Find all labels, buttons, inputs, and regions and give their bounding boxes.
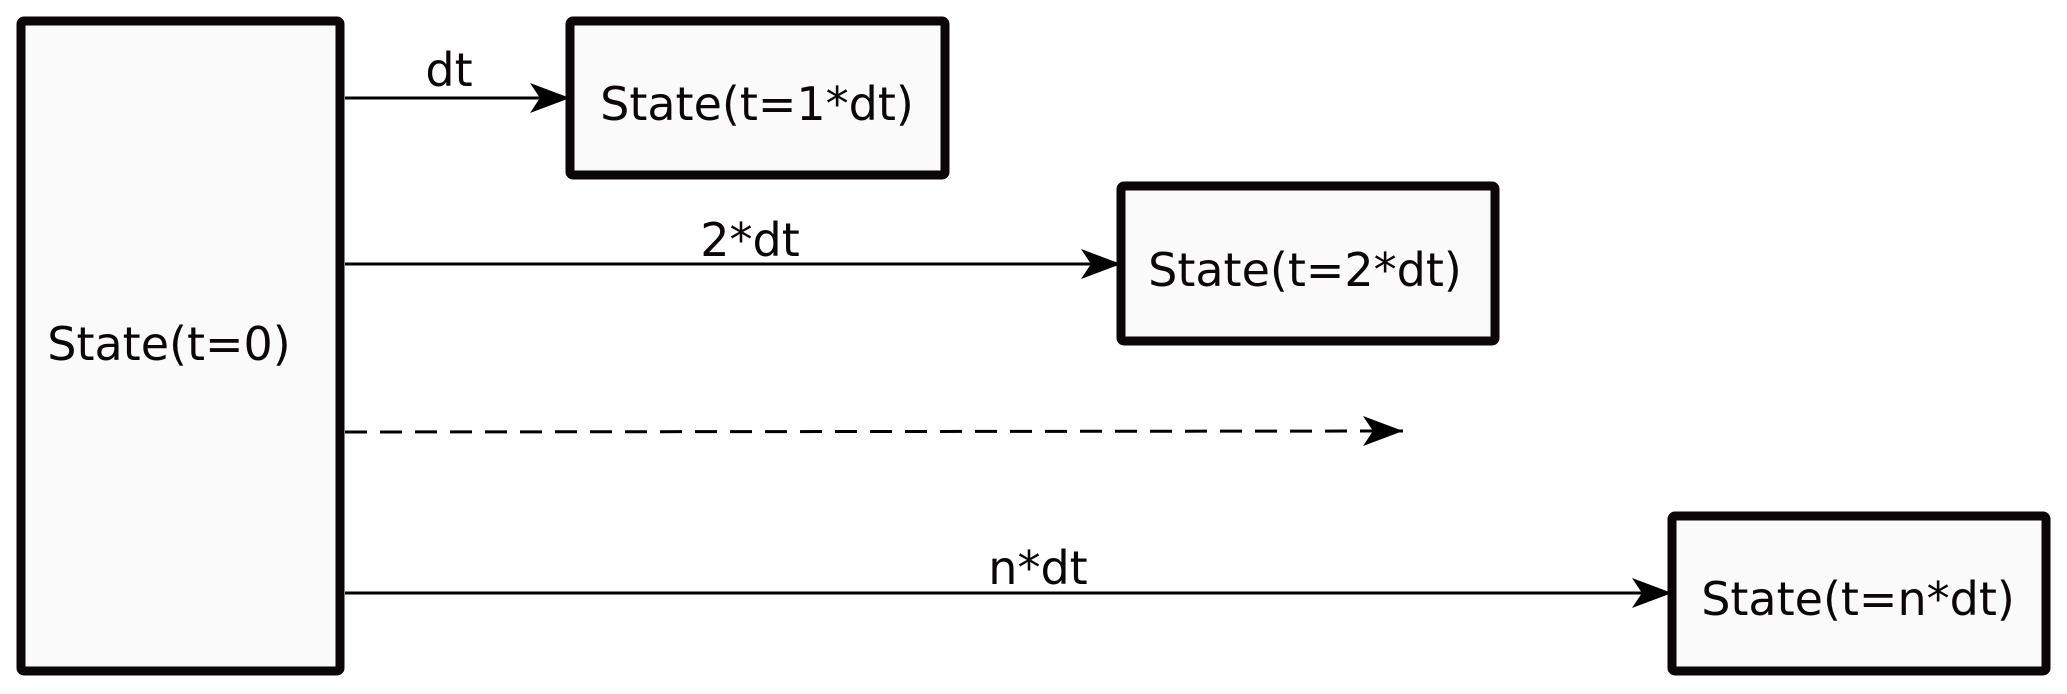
node-state-tn: State(t=n*dt) [1667, 511, 2051, 676]
edge-dt: dt [345, 43, 570, 113]
node-state-tn-label: State(t=n*dt) [1701, 572, 2015, 626]
node-state-t1: State(t=1*dt) [565, 16, 950, 180]
edge-ellipsis-line [344, 416, 1404, 447]
node-state-t1-label: State(t=1*dt) [600, 77, 914, 131]
edge-2dt: 2*dt [345, 213, 1121, 279]
node-state-t2: State(t=2*dt) [1116, 181, 1500, 346]
edge-dt-label: dt [425, 43, 472, 97]
edge-ndt: n*dt [345, 541, 1672, 608]
edge-ndt-label: n*dt [988, 541, 1087, 595]
node-state-t0: State(t=0) [16, 16, 345, 676]
edge-ellipsis [344, 416, 1404, 447]
edge-2dt-label: 2*dt [700, 213, 800, 267]
node-state-t0-box [16, 16, 345, 676]
node-state-t2-label: State(t=2*dt) [1148, 243, 1462, 297]
node-state-t0-label: State(t=0) [47, 317, 291, 371]
